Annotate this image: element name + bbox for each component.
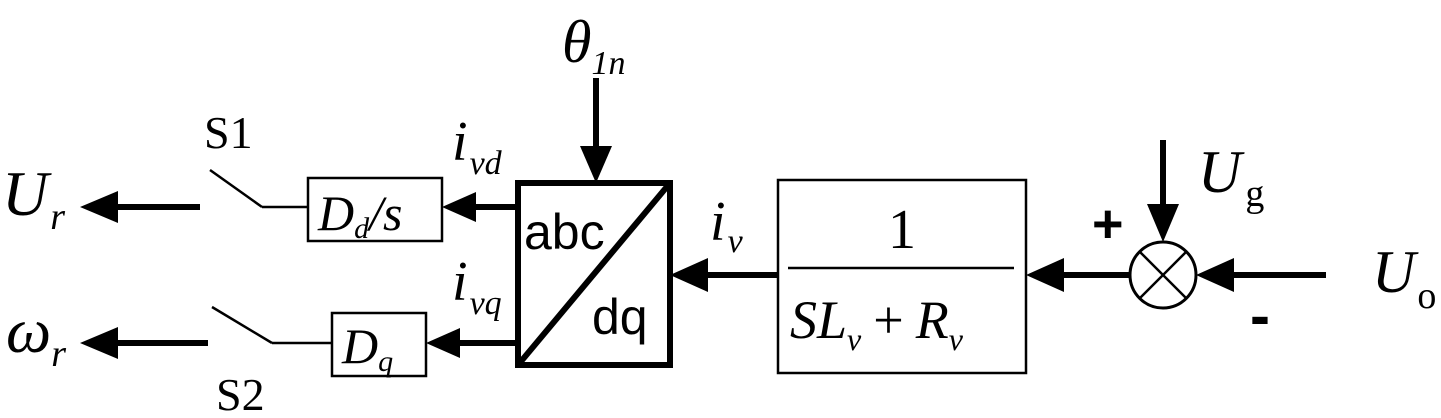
transfer-numerator: 1	[888, 199, 916, 261]
uo-label: Uo	[1372, 239, 1436, 317]
output-ur-label: Ur	[2, 158, 65, 238]
ivd-label: ivd	[452, 111, 503, 182]
summing-cross-2	[1139, 251, 1187, 299]
wr-arrowhead	[80, 327, 118, 359]
ivq-label: ivq	[452, 251, 502, 322]
ivd-arrowhead	[442, 192, 476, 222]
transfer-function-block	[776, 178, 1028, 375]
transform-diagonal	[515, 181, 673, 367]
switch-s1-blade	[209, 168, 263, 209]
output-wr-label: ωr	[6, 295, 66, 375]
switch-s1-label: S1	[204, 107, 253, 158]
theta-arrowhead	[580, 146, 612, 183]
switch-s2-blade	[211, 305, 273, 345]
summing-minus-sign: -	[1250, 282, 1270, 349]
dd-block	[306, 176, 444, 243]
dd-block-label: Dd/s	[317, 185, 402, 245]
uo-arrowhead	[1196, 258, 1234, 292]
iv-arrowhead	[670, 258, 708, 292]
transform-abc-label: abc	[524, 204, 605, 260]
transform-dq-label: dq	[592, 289, 648, 345]
theta-label: θ1n	[562, 9, 625, 82]
transfer-denominator: SLv+Rv	[790, 290, 964, 357]
sum-output-arrowhead	[1026, 258, 1064, 292]
ivq-arrowhead	[426, 328, 460, 358]
switch-s2-label: S2	[216, 369, 265, 418]
dq-block-label: Dq	[341, 318, 393, 378]
iv-label: iv	[710, 191, 744, 260]
summing-plus-sign: +	[1092, 194, 1124, 254]
ug-arrowhead	[1147, 204, 1179, 242]
ur-arrowhead	[80, 191, 118, 223]
dq-block	[330, 311, 428, 378]
